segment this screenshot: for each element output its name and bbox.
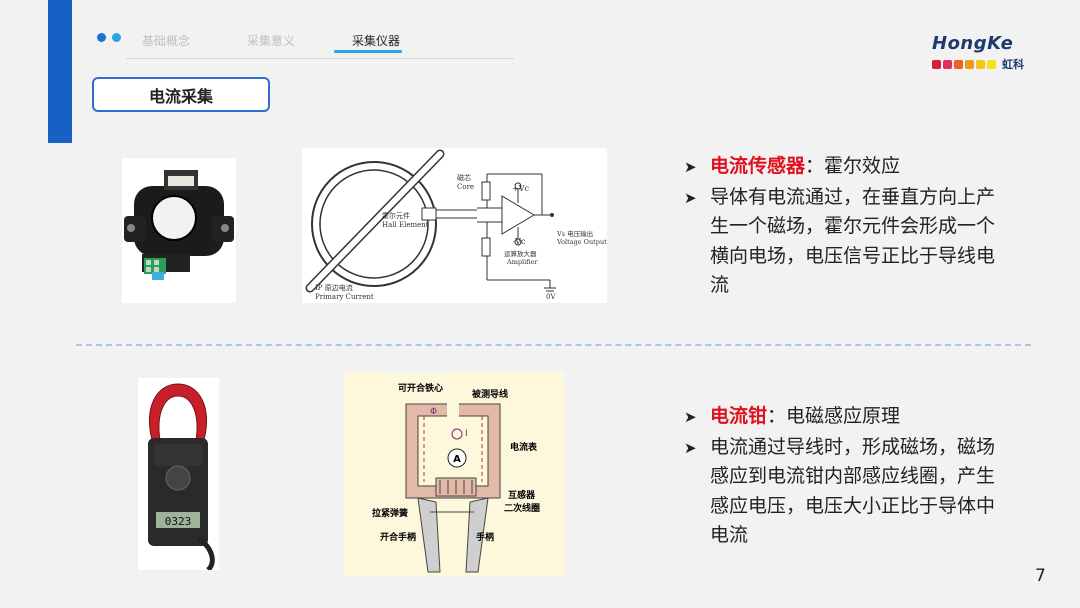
- tab-significance[interactable]: 采集意义: [247, 34, 296, 48]
- logo-chinese: 虹科: [1002, 58, 1024, 71]
- amp-label-cn: 运算放大器: [504, 249, 537, 258]
- hall-title-highlight: 电流传感器: [710, 155, 806, 177]
- tab-instruments[interactable]: 采集仪器: [352, 34, 401, 48]
- active-tab-indicator: [334, 50, 402, 53]
- ip-label-cn: IP 原边电流: [315, 283, 353, 292]
- wire-label: 被测导线: [472, 388, 508, 400]
- section-title-text: 电流采集: [148, 86, 213, 106]
- hall-title-rest: ：霍尔效应: [805, 155, 901, 177]
- arrow-bullet-icon: ➤: [684, 188, 697, 207]
- hall-sensor-bullets: ➤ 电流传感器：霍尔效应 ➤ 导体有电流通过，在垂直方向上产生一个磁场，霍尔元件…: [684, 152, 1004, 301]
- section-tabs: 基础概念 采集意义 采集仪器: [126, 30, 514, 59]
- phi-label: Φ: [430, 407, 437, 417]
- nav-dot-2: [112, 33, 121, 42]
- arrow-bullet-icon: ➤: [684, 438, 697, 457]
- meter-display: 0323: [165, 515, 192, 528]
- hongke-logo: HongKe 虹科: [932, 33, 1042, 72]
- bullet-clamp-body: ➤ 电流通过导线时，形成磁场，磁场感应到电流钳内部感应线圈，产生感应电压，电压大…: [684, 433, 1004, 551]
- clamp-diagram: A Φ I 可开合铁心 被测导线 电流表 互感器 二次线圈 拉紧弹簧 开合手柄 …: [344, 372, 564, 577]
- section-title: 电流采集: [92, 77, 270, 112]
- vs-label-en: Voltage Output: [556, 238, 607, 246]
- bullet-clamp-title: ➤ 电流钳：电磁感应原理: [684, 402, 1004, 433]
- bullet-hall-title: ➤ 电流传感器：霍尔效应: [684, 152, 1004, 183]
- core-label-en: Core: [457, 183, 474, 191]
- spring-label: 拉紧弹簧: [372, 507, 408, 519]
- accent-bar: [48, 0, 72, 143]
- amp-label-en: Amplifier: [506, 258, 538, 266]
- ammeter-label: 电流表: [510, 441, 538, 453]
- clamp-body-text: 电流通过导线时，形成磁场，磁场感应到电流钳内部感应线圈，产生感应电压，电压大小正…: [710, 435, 996, 547]
- arrow-bullet-icon: ➤: [684, 408, 697, 426]
- core-label-cn: 磁芯: [457, 173, 471, 182]
- hall-body-text: 导体有电流通过，在垂直方向上产生一个磁场，霍尔元件会形成一个横向电场，电压信号正…: [710, 185, 996, 297]
- bullet-hall-body: ➤ 导体有电流通过，在垂直方向上产生一个磁场，霍尔元件会形成一个横向电场，电压信…: [684, 183, 1004, 301]
- meter-symbol: A: [453, 454, 461, 465]
- nav-dot-1: [97, 33, 106, 42]
- ip-label-en: Primary Current: [315, 293, 374, 301]
- nav-dots: [97, 33, 121, 42]
- vplus-label: +Vc: [512, 184, 529, 193]
- logo-wordmark: HongKe: [932, 33, 1014, 54]
- clamp-title-rest: ：电磁感应原理: [767, 405, 901, 427]
- clamp-title-highlight: 电流钳: [710, 405, 768, 427]
- core-label: 可开合铁心: [398, 382, 443, 394]
- tab-basic-concepts[interactable]: 基础概念: [142, 34, 191, 48]
- current-label: I: [465, 429, 468, 439]
- hall-effect-diagram: 磁芯 Core 霍尔元件 Hall Element +Vc -Vc 运算放大器 …: [302, 148, 607, 303]
- clamp-bullets: ➤ 电流钳：电磁感应原理 ➤ 电流通过导线时，形成磁场，磁场感应到电流钳内部感应…: [684, 402, 1004, 551]
- section-divider: [76, 344, 1031, 346]
- hall-label-cn: 霍尔元件: [382, 211, 410, 220]
- page-number: 7: [1035, 566, 1046, 586]
- logo-color-row: 虹科: [932, 56, 1042, 72]
- handle-label: 手柄: [476, 531, 494, 543]
- hall-sensor-photo: [122, 158, 236, 303]
- vs-label-cn: Vs 电压输出: [556, 229, 593, 238]
- arrow-bullet-icon: ➤: [684, 158, 697, 176]
- secondary-coil-label: 二次线圈: [504, 502, 540, 514]
- transformer-label: 互感器: [508, 489, 536, 501]
- zero-volt-label: 0V: [546, 293, 556, 301]
- open-handle-label: 开合手柄: [380, 531, 416, 543]
- clamp-meter-photo: 0323: [138, 378, 219, 572]
- hall-label-en: Hall Element: [382, 221, 429, 229]
- vminus-label: -Vc: [513, 237, 526, 246]
